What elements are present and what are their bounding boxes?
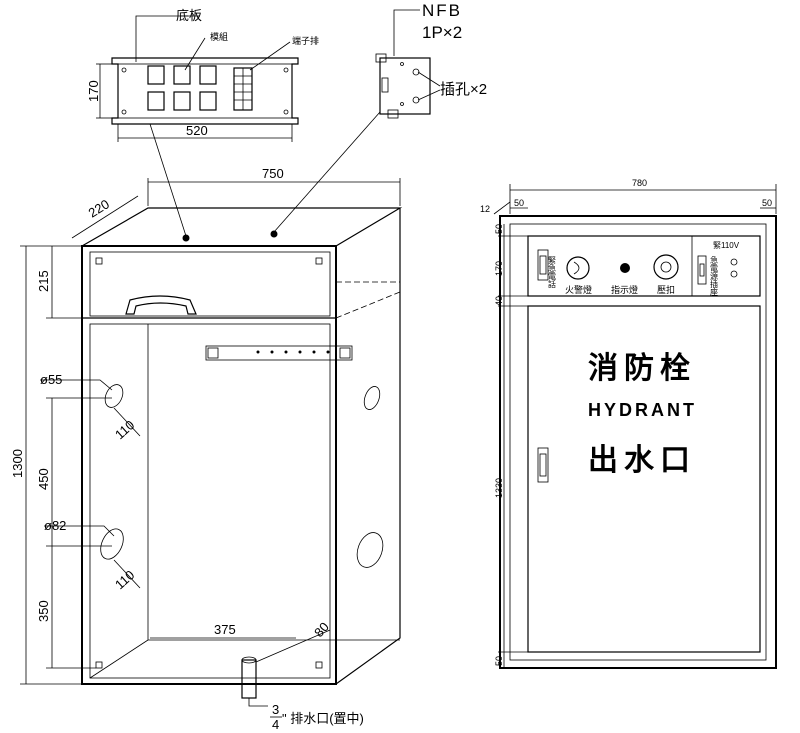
emergency-phone-label: 緊急電話 (548, 256, 557, 289)
plate-leader (149, 123, 187, 237)
left-dimensions: 750 220 1300 215 450 350 375 80 110 110 (10, 166, 401, 732)
nfb-detail: NFB 1P×2 插孔×2 (375, 1, 487, 119)
right-dimensions: 780 50 50 12 50 170 40 1330 50 (480, 178, 777, 668)
push-button-icon (653, 254, 679, 280)
left-cabinet-view (81, 207, 403, 699)
dim-hole-110-b: 110 (112, 567, 137, 592)
right-front-view: 緊急電話 火警燈 指示燈 壓扣 緊110V 急電源插座 消防栓 HYDRANT … (499, 215, 777, 669)
dim-spacing-450: 450 (36, 468, 51, 490)
alarm-light-icon (566, 256, 590, 280)
plate-height-dim: 170 (86, 80, 101, 102)
base-plate-title: 底板 (176, 8, 202, 23)
dim-dia-55: ø55 (40, 372, 62, 387)
base-plate-detail: 底板 模組 端子排 170 520 (86, 8, 319, 142)
dim-width-750: 750 (262, 166, 284, 181)
door-title-en: HYDRANT (588, 400, 697, 420)
door-subtitle-cn: 出水口 (588, 444, 696, 477)
nfb-title: NFB (422, 1, 462, 20)
dim-right-50: 50 (762, 198, 772, 208)
dim-depth-220: 220 (86, 196, 112, 220)
nfb-leader (273, 111, 381, 233)
indicator-icon (620, 263, 630, 273)
dim-left-50: 50 (514, 198, 524, 208)
dim-height-1300: 1300 (10, 449, 25, 478)
dim-top-215: 215 (36, 270, 51, 292)
dim-bottom-50: 50 (494, 656, 504, 666)
dim-hole-110-a: 110 (112, 417, 137, 442)
dim-width-780: 780 (632, 178, 647, 188)
dim-panel-170: 170 (494, 261, 504, 276)
dim-span-375: 375 (214, 622, 236, 637)
module-label: 模組 (210, 31, 228, 42)
dim-dia-82: ø82 (44, 518, 66, 533)
dim-gap-40: 40 (494, 296, 504, 306)
drain-frac-num: 3 (272, 702, 279, 717)
socket-label: 插孔×2 (440, 81, 487, 98)
alarm-label: 火警燈 (565, 284, 592, 295)
terminal-label: 端子排 (292, 35, 319, 46)
outlet-text: 急電源插座 (710, 255, 719, 297)
drain-label: " 排水口(置中) (282, 711, 364, 726)
dim-bottom-350: 350 (36, 600, 51, 622)
dim-frame-12: 12 (480, 204, 490, 214)
dim-door-1330: 1330 (494, 478, 504, 498)
plate-width-dim: 520 (186, 123, 208, 138)
drain-frac-den: 4 (272, 717, 279, 732)
door-title-cn: 消防栓 (588, 352, 696, 385)
outlet-title: 緊110V (713, 241, 740, 250)
indicator-label: 指示燈 (611, 284, 638, 295)
dim-top-50: 50 (494, 224, 504, 234)
nfb-spec: 1P×2 (422, 23, 462, 42)
button-label: 壓扣 (657, 284, 675, 295)
